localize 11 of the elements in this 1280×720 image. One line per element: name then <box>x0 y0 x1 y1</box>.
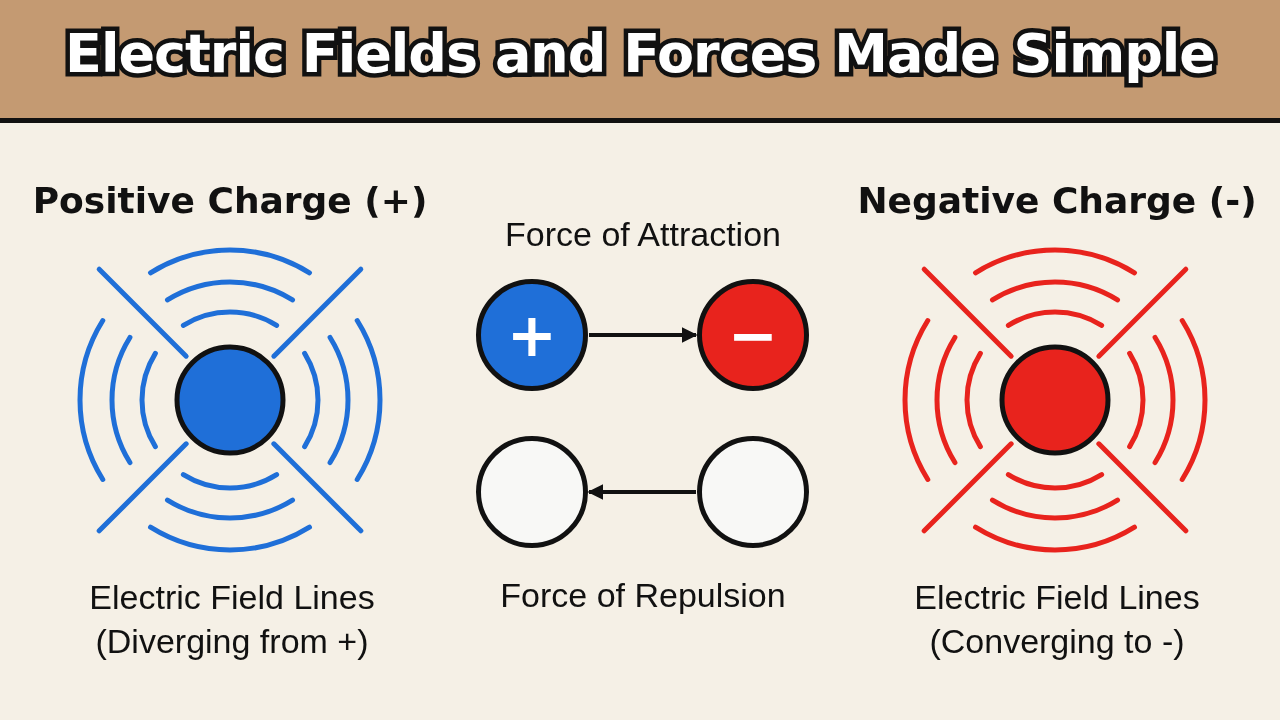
caption: Electric Field Lines (Diverging from +) <box>88 577 376 663</box>
heading: Positive Charge (+) <box>31 179 429 223</box>
arrow <box>587 484 696 500</box>
charge-sign: − <box>727 305 779 365</box>
caption: Force of Repulsion <box>499 575 787 616</box>
charge-sign: + <box>506 305 558 365</box>
title: Electric Fields and Forces Made Simple <box>65 22 1215 85</box>
heading: Negative Charge (-) <box>856 179 1258 223</box>
caption: Force of Attraction <box>504 214 782 255</box>
caption: Electric Field Lines (Converging to -) <box>913 577 1201 663</box>
arrow <box>589 327 698 343</box>
